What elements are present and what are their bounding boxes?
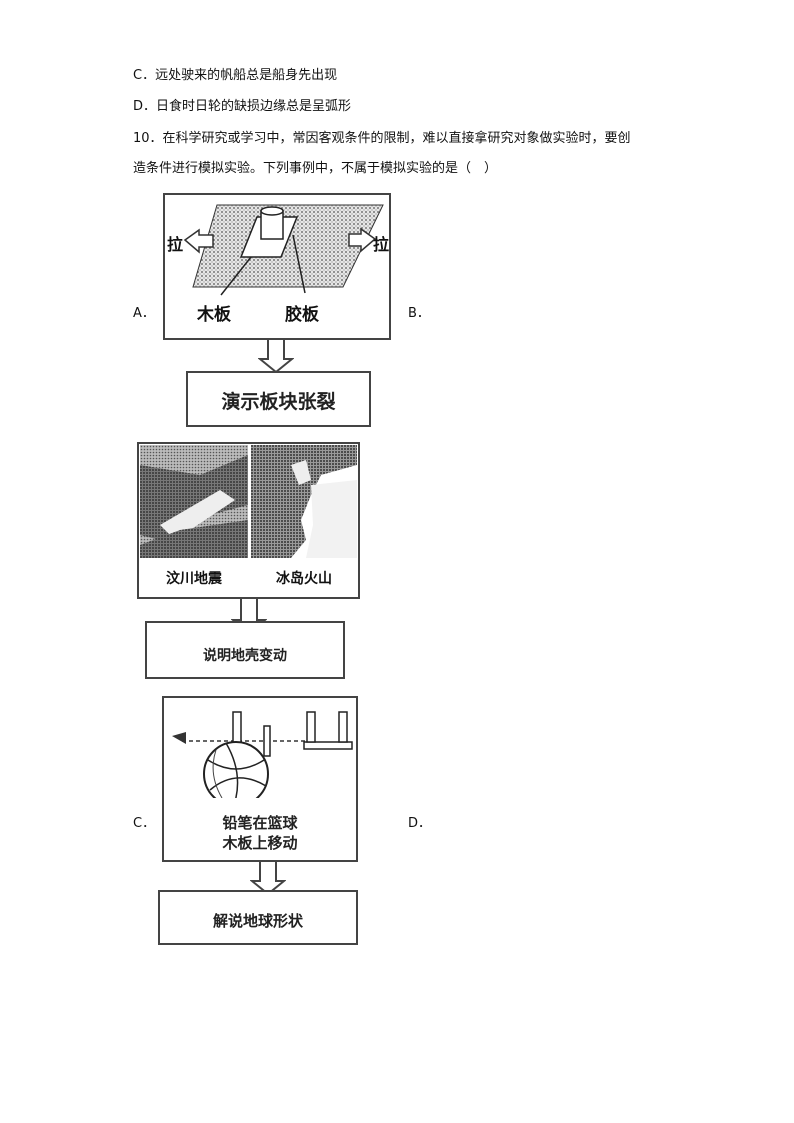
down-arrow-a	[258, 339, 294, 373]
pull-left-label: 拉	[167, 235, 184, 254]
wood-board-label: 木板	[197, 305, 231, 325]
question-10-line-1: 10．在科学研究或学习中，常因客观条件的限制，难以直接拿研究对象做实验时，要创	[133, 131, 631, 146]
photo-frame-box: 汶川地震 冰岛火山	[137, 442, 360, 599]
result-box-a: 演示板块张裂	[186, 371, 371, 427]
pencil-caption-line-1: 铅笔在篮球	[222, 814, 298, 832]
caption-wenchuan-earthquake: 汶川地震	[166, 571, 222, 587]
option-d-previous: D．日食时日轮的缺损边缘总是呈弧形	[133, 99, 352, 114]
result-box-b: 说明地壳变动	[145, 621, 345, 679]
pencil-experiment-box: 铅笔在篮球 木板上移动	[162, 696, 358, 862]
option-c-label[interactable]: C．	[133, 816, 156, 831]
option-b-label[interactable]: B．	[408, 306, 430, 321]
result-crustal-movement: 说明地壳变动	[203, 648, 287, 664]
result-earth-shape: 解说地球形状	[212, 912, 303, 930]
option-a-label[interactable]: A．	[133, 306, 155, 321]
pencil-caption-line-2: 木板上移动	[222, 834, 298, 852]
iceland-volcano-photo	[251, 445, 357, 558]
down-arrow-c	[250, 861, 286, 895]
pencil-ball-board-illustration	[172, 711, 353, 798]
plate-experiment-illustration	[183, 204, 384, 296]
result-box-c: 解说地球形状	[158, 890, 358, 945]
film-board-label: 胶板	[285, 305, 319, 325]
question-10-line-2: 造条件进行模拟实验。下列事例中，不属于模拟实验的是（ ）	[133, 161, 498, 176]
wenchuan-earthquake-photo	[140, 445, 248, 558]
option-c-previous: C．远处驶来的帆船总是船身先出现	[133, 68, 338, 83]
pull-right-label: 拉	[373, 235, 390, 254]
plate-experiment-box: 拉 拉 木板 胶板	[163, 193, 391, 340]
caption-iceland-volcano: 冰岛火山	[276, 571, 332, 587]
result-plate-rifting: 演示板块张裂	[221, 391, 336, 413]
option-d-label[interactable]: D．	[408, 816, 432, 831]
